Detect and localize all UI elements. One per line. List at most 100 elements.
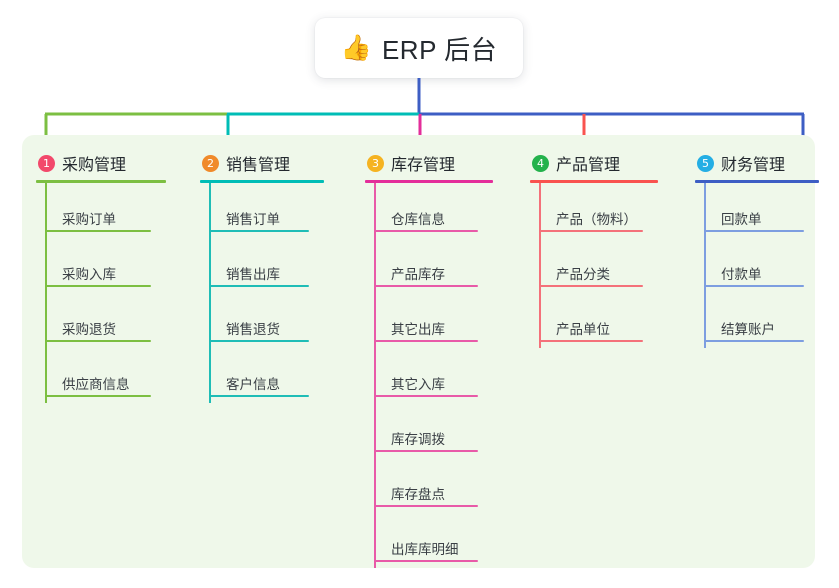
leaf-item-label: 仓库信息 bbox=[391, 212, 445, 227]
leaf-item-underline bbox=[374, 560, 478, 562]
leaf-item-label: 付款单 bbox=[721, 267, 762, 282]
branch-badge-2: 2 bbox=[202, 154, 219, 172]
leaf-item-underline bbox=[539, 230, 643, 232]
leaf-item-label: 库存调拨 bbox=[391, 432, 445, 447]
branch-badge-1: 1 bbox=[38, 154, 55, 172]
branch-underline-2 bbox=[200, 180, 324, 183]
leaf-item[interactable]: 采购入库 bbox=[36, 238, 166, 293]
branch-spine-3 bbox=[374, 183, 376, 568]
branch-header-2[interactable]: 2 销售管理 bbox=[200, 149, 324, 177]
leaf-item-underline bbox=[209, 395, 309, 397]
branch-spine-4 bbox=[539, 183, 541, 348]
branch-items-4: 产品（物料） 产品分类产品单位 bbox=[530, 183, 658, 348]
leaf-item-underline bbox=[374, 340, 478, 342]
thumbs-up-icon: 👍 bbox=[340, 33, 372, 62]
branch-spine-2 bbox=[209, 183, 211, 403]
leaf-item[interactable]: 产品库存 bbox=[365, 238, 493, 293]
leaf-item-label: 其它入库 bbox=[391, 377, 445, 392]
leaf-item[interactable]: 结算账户 bbox=[695, 293, 819, 348]
branch-items-2: 销售订单销售出库销售退货客户信息 bbox=[200, 183, 324, 403]
leaf-item-underline bbox=[45, 340, 151, 342]
branch-header-1[interactable]: 1 采购管理 bbox=[36, 149, 166, 177]
leaf-item-label: 产品（物料） bbox=[556, 212, 637, 227]
branch-title-4: 产品管理 bbox=[556, 157, 621, 174]
leaf-item[interactable]: 产品单位 bbox=[530, 293, 658, 348]
branch-badge-4: 4 bbox=[532, 154, 549, 172]
leaf-item[interactable]: 采购订单 bbox=[36, 183, 166, 238]
leaf-item-underline bbox=[374, 505, 478, 507]
leaf-item-underline bbox=[45, 395, 151, 397]
branch-underline-3 bbox=[365, 180, 493, 183]
branch-spine-5 bbox=[704, 183, 706, 348]
leaf-item-label: 库存盘点 bbox=[391, 487, 445, 502]
branch-header-3[interactable]: 3 库存管理 bbox=[365, 149, 493, 177]
branch-badge-3: 3 bbox=[367, 154, 384, 172]
leaf-item-label: 回款单 bbox=[721, 212, 762, 227]
leaf-item[interactable]: 销售出库 bbox=[200, 238, 324, 293]
leaf-item-label: 销售订单 bbox=[226, 212, 280, 227]
leaf-item[interactable]: 客户信息 bbox=[200, 348, 324, 403]
leaf-item-underline bbox=[209, 340, 309, 342]
branch-items-1: 采购订单采购入库采购退货供应商信息 bbox=[36, 183, 166, 403]
branch-underline-5 bbox=[695, 180, 819, 183]
leaf-item[interactable]: 其它入库 bbox=[365, 348, 493, 403]
root-node-title: ERP 后台 bbox=[381, 34, 498, 65]
leaf-item-underline bbox=[45, 230, 151, 232]
leaf-item-underline bbox=[374, 450, 478, 452]
leaf-item[interactable]: 产品分类 bbox=[530, 238, 658, 293]
leaf-item-label: 销售出库 bbox=[226, 267, 280, 282]
branch-underline-4 bbox=[530, 180, 658, 183]
leaf-item[interactable]: 库存盘点 bbox=[365, 458, 493, 513]
branch-items-3: 仓库信息产品库存其它出库其它入库库存调拨库存盘点出库库明细 bbox=[365, 183, 493, 568]
leaf-item-underline bbox=[704, 340, 804, 342]
branch-items-5: 回款单付款单结算账户 bbox=[695, 183, 819, 348]
branch-header-4[interactable]: 4 产品管理 bbox=[530, 149, 658, 177]
branch-spine-1 bbox=[45, 183, 47, 403]
leaf-item-label: 供应商信息 bbox=[62, 377, 130, 392]
leaf-item-underline bbox=[45, 285, 151, 287]
leaf-item-label: 产品库存 bbox=[391, 267, 445, 282]
leaf-item-underline bbox=[209, 285, 309, 287]
leaf-item-label: 结算账户 bbox=[721, 322, 775, 337]
leaf-item-underline bbox=[209, 230, 309, 232]
leaf-item[interactable]: 仓库信息 bbox=[365, 183, 493, 238]
leaf-item-underline bbox=[374, 285, 478, 287]
leaf-item-label: 其它出库 bbox=[391, 322, 445, 337]
branch-badge-5: 5 bbox=[697, 154, 714, 172]
leaf-item-label: 产品单位 bbox=[556, 322, 610, 337]
leaf-item-label: 出库库明细 bbox=[391, 542, 459, 557]
leaf-item[interactable]: 出库库明细 bbox=[365, 513, 493, 568]
leaf-item[interactable]: 库存调拨 bbox=[365, 403, 493, 458]
branch-title-1: 采购管理 bbox=[62, 157, 127, 174]
branch-underline-1 bbox=[36, 180, 166, 183]
leaf-item-underline bbox=[374, 395, 478, 397]
leaf-item-label: 销售退货 bbox=[226, 322, 280, 337]
leaf-item[interactable]: 销售订单 bbox=[200, 183, 324, 238]
leaf-item-label: 客户信息 bbox=[226, 377, 280, 392]
leaf-item[interactable]: 回款单 bbox=[695, 183, 819, 238]
leaf-item-label: 采购退货 bbox=[62, 322, 116, 337]
branch-title-2: 销售管理 bbox=[226, 157, 291, 174]
leaf-item[interactable]: 付款单 bbox=[695, 238, 819, 293]
leaf-item[interactable]: 产品（物料） bbox=[530, 183, 658, 238]
branch-column-1: 1 采购管理采购订单采购入库采购退货供应商信息 bbox=[36, 149, 166, 403]
root-node-erp-backend[interactable]: 👍 ERP 后台 bbox=[315, 18, 523, 78]
leaf-item[interactable]: 其它出库 bbox=[365, 293, 493, 348]
leaf-item-underline bbox=[374, 230, 478, 232]
leaf-item-label: 采购入库 bbox=[62, 267, 116, 282]
leaf-item-underline bbox=[704, 230, 804, 232]
leaf-item-underline bbox=[539, 340, 643, 342]
leaf-item[interactable]: 采购退货 bbox=[36, 293, 166, 348]
branches-panel: 1 采购管理采购订单采购入库采购退货供应商信息 2 销售管理销售订单销售出库销售退货客… bbox=[22, 135, 819, 568]
leaf-item-underline bbox=[539, 285, 643, 287]
leaf-item[interactable]: 供应商信息 bbox=[36, 348, 166, 403]
leaf-item[interactable]: 销售退货 bbox=[200, 293, 324, 348]
branch-column-2: 2 销售管理销售订单销售出库销售退货客户信息 bbox=[200, 149, 324, 403]
branch-title-3: 库存管理 bbox=[391, 157, 456, 174]
leaf-item-label: 产品分类 bbox=[556, 267, 610, 282]
branch-column-4: 4 产品管理产品（物料） 产品分类产品单位 bbox=[530, 149, 658, 348]
branch-column-3: 3 库存管理仓库信息产品库存其它出库其它入库库存调拨库存盘点出库库明细 bbox=[365, 149, 493, 568]
